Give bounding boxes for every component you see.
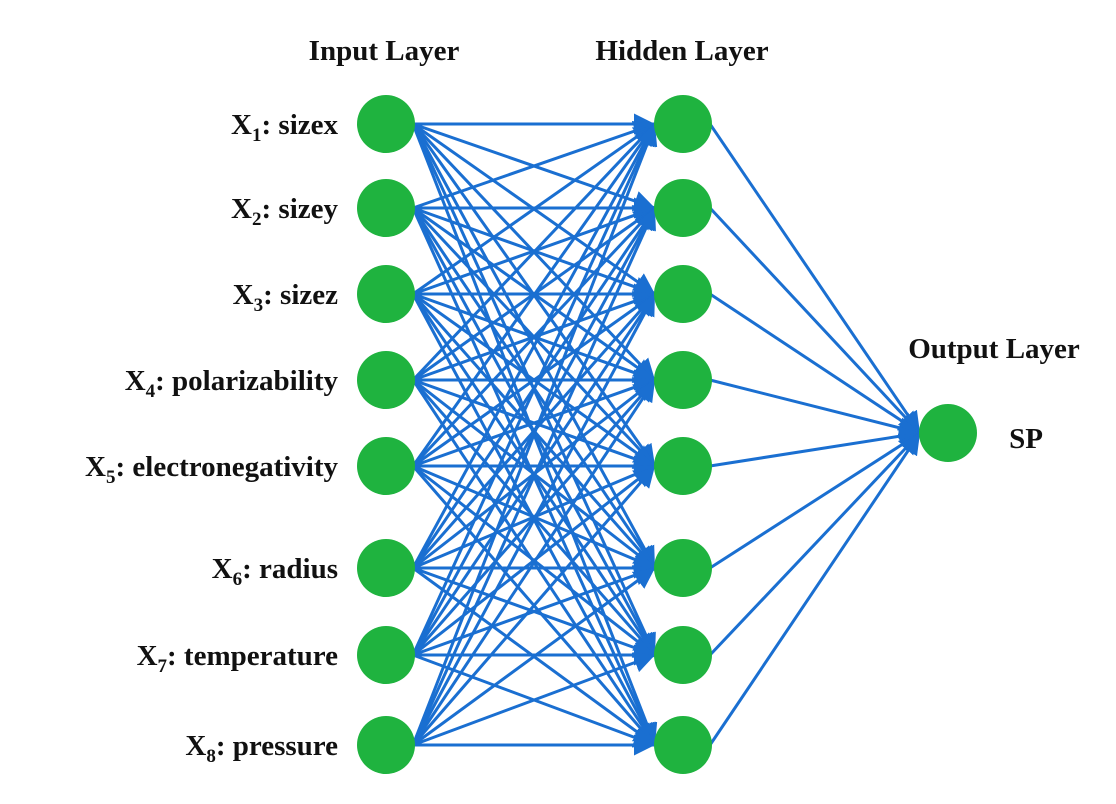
input-label-base: X <box>125 365 146 397</box>
input-label-3: X3: sizez <box>233 279 338 316</box>
hidden-node-1 <box>654 95 712 153</box>
input-layer-title: Input Layer <box>309 35 460 67</box>
edge-h2-out <box>708 206 922 435</box>
edge-in6-h1 <box>411 123 657 569</box>
edge-in7-h1 <box>411 123 657 656</box>
input-label-subscript: 8 <box>206 746 216 767</box>
input-label-base: X <box>137 640 158 672</box>
edge-h6-out <box>709 431 921 570</box>
input-label-name: : radius <box>242 553 338 585</box>
hidden-node-5 <box>654 437 712 495</box>
edge-in5-h1 <box>411 123 657 467</box>
edge-h4-out <box>709 378 921 439</box>
edge-in8-h7 <box>412 652 656 747</box>
edge-in8-h2 <box>411 207 657 746</box>
input-label-name: : sizey <box>262 193 339 225</box>
input-node-5 <box>357 437 415 495</box>
output-label: SP <box>1009 423 1043 455</box>
input-node-3 <box>357 265 415 323</box>
input-node-7 <box>357 626 415 684</box>
hidden-node-4 <box>654 351 712 409</box>
edge-in8-h6 <box>412 566 656 747</box>
hidden-node-7 <box>654 626 712 684</box>
edge-h3-out <box>709 292 921 435</box>
edge-in5-h4 <box>412 377 656 468</box>
input-label-base: X <box>185 730 206 762</box>
input-label-subscript: 1 <box>252 125 262 146</box>
connections <box>411 113 922 756</box>
input-label-subscript: 7 <box>158 656 168 677</box>
input-label-8: X8: pressure <box>185 730 338 767</box>
input-label-name: : pressure <box>216 730 338 762</box>
input-label-subscript: 4 <box>146 381 156 402</box>
input-label-name: : sizex <box>262 109 339 141</box>
edge-in3-h1 <box>412 122 656 296</box>
input-node-4 <box>357 351 415 409</box>
input-label-5: X5: electronegativity <box>85 451 338 488</box>
input-label-subscript: 6 <box>233 569 243 590</box>
input-label-1: X1: sizex <box>231 109 338 146</box>
input-label-subscript: 5 <box>106 467 116 488</box>
input-label-base: X <box>231 193 252 225</box>
edge-in8-h3 <box>411 293 657 746</box>
hidden-node-6 <box>654 539 712 597</box>
input-label-base: X <box>212 553 233 585</box>
edge-in4-h1 <box>411 122 657 382</box>
hidden-node-3 <box>654 265 712 323</box>
edge-in8-h1 <box>411 123 658 746</box>
output-layer-title: Output Layer <box>908 333 1080 365</box>
input-node-6 <box>357 539 415 597</box>
input-label-subscript: 2 <box>252 209 262 230</box>
input-node-8 <box>357 716 415 774</box>
input-label-name: : polarizability <box>155 365 338 397</box>
input-label-6: X6: radius <box>212 553 338 590</box>
input-label-base: X <box>233 279 254 311</box>
edge-in8-h4 <box>411 379 657 746</box>
edge-h5-out <box>709 425 921 468</box>
input-label-name: : electronegativity <box>115 451 338 483</box>
output-node <box>919 404 977 462</box>
input-node-1 <box>357 95 415 153</box>
nodes <box>357 95 977 774</box>
input-label-base: X <box>231 109 252 141</box>
input-label-name: : temperature <box>167 640 338 672</box>
edge-h7-out <box>708 431 922 657</box>
input-label-name: : sizez <box>263 279 338 311</box>
input-label-4: X4: polarizability <box>125 365 339 402</box>
hidden-layer-title: Hidden Layer <box>595 35 768 67</box>
input-label-subscript: 3 <box>254 295 264 316</box>
input-node-2 <box>357 179 415 237</box>
edge-in5-h3 <box>412 292 656 468</box>
hidden-node-8 <box>654 716 712 774</box>
input-label-2: X2: sizey <box>231 193 338 230</box>
edge-in2-h1 <box>412 120 656 210</box>
hidden-node-2 <box>654 179 712 237</box>
input-label-7: X7: temperature <box>137 640 339 677</box>
edge-h8-out <box>708 432 922 746</box>
edge-in5-h2 <box>411 206 657 468</box>
edge-in8-h5 <box>411 465 657 746</box>
input-label-base: X <box>85 451 106 483</box>
edge-h1-out <box>708 123 922 434</box>
